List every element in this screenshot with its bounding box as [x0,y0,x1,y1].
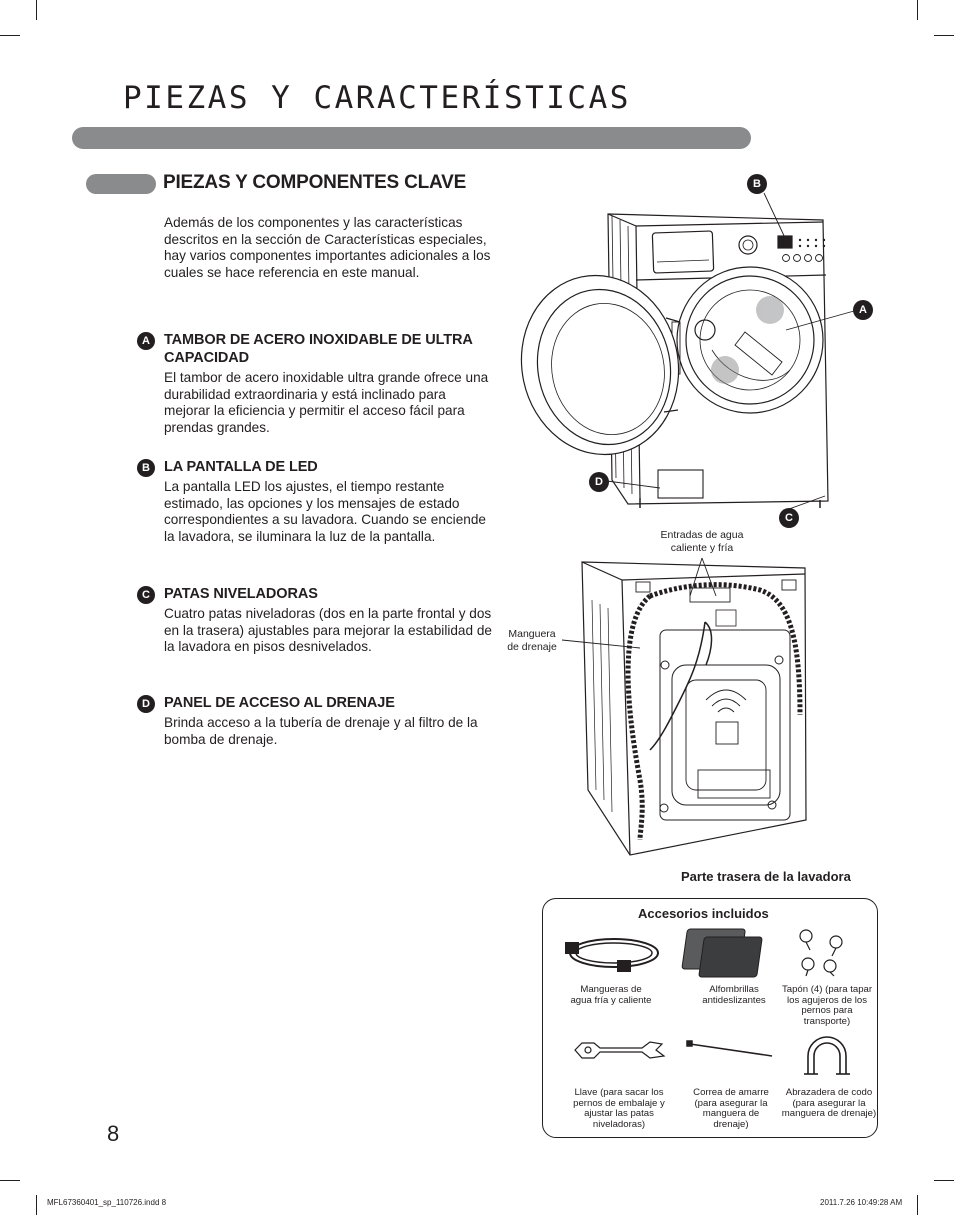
feature-b: B LA PANTALLA DE LED La pantalla LED los… [137,458,497,545]
wrench-icon [574,1041,666,1059]
tie-strap-icon [686,1040,773,1057]
inlet-label: Entradas de agua caliente y fría [660,529,744,554]
feature-d: D PANEL DE ACCESO AL DRENAJE Brinda acce… [137,694,497,748]
hoses-icon [565,938,659,972]
feature-text: El tambor de acero inoxidable ultra gran… [164,370,489,435]
page-title: PIEZAS Y CARACTERÍSTICAS [123,80,631,116]
callout-a: A [853,300,873,320]
caps-icon [799,929,843,977]
badge-c: C [137,586,155,604]
callout-b: B [747,174,767,194]
crop-mark [917,1195,918,1215]
callout-d: D [589,472,609,492]
accessory-label: Abrazadera de codo (para asegurar la man… [781,1087,877,1120]
feature-title: PATAS NIVELADORAS [164,586,318,602]
pads-icon [681,928,763,978]
badge-a: A [137,332,155,350]
badge-b: B [137,459,155,477]
accessories-box [542,898,878,1138]
crop-mark [0,35,20,36]
feature-text: Brinda acceso a la tubería de drenaje y … [164,715,478,747]
callout-c: C [779,508,799,528]
crop-mark [934,1180,954,1181]
title-bar [72,127,751,149]
crop-mark [0,1180,20,1181]
page-number: 8 [107,1121,120,1146]
footer-timestamp: 2011.7.26 10:49:28 AM [820,1198,903,1207]
feature-c: C PATAS NIVELADORAS Cuatro patas nivelad… [137,585,497,656]
section-pill [86,174,156,194]
crop-mark [917,0,918,20]
crop-mark [36,1195,37,1215]
drain-hose-label: Manguera de drenaje [507,628,557,653]
crop-mark [934,35,954,36]
elbow-bracket-icon [804,1036,850,1075]
accessory-label: Tapón (4) (para tapar los agujeros de lo… [781,984,873,1027]
feature-text: Cuatro patas niveladoras (dos en la part… [164,606,492,655]
feature-text: La pantalla LED los ajustes, el tiempo r… [164,479,486,544]
washer-rear-illustration [561,557,807,856]
accessories-title: Accesorios incluidos [638,906,769,921]
intro-paragraph: Además de los componentes y las caracter… [164,215,491,280]
accessory-label: Mangueras de agua fría y caliente [570,984,652,1006]
crop-mark [36,0,37,20]
accessory-label: Llave (para sacar los pernos de embalaje… [573,1087,665,1130]
accessory-label: Correa de amarre (para asegurar la mangu… [693,1087,769,1130]
section-heading: PIEZAS Y COMPONENTES CLAVE [163,172,467,193]
accessory-label: Alfombrillas antideslizantes [702,984,766,1006]
feature-title: LA PANTALLA DE LED [164,459,318,475]
footer-file: MFL67360401_sp_110726.indd 8 [47,1198,167,1207]
badge-d: D [137,695,155,713]
feature-title: TAMBOR DE ACERO INOXIDABLE DE ULTRA CAPA… [164,332,473,366]
washer-front-illustration [520,192,855,510]
feature-a: A TAMBOR DE ACERO INOXIDABLE DE ULTRA CA… [137,331,497,436]
feature-title: PANEL DE ACCESO AL DRENAJE [164,695,395,711]
rear-caption: Parte trasera de la lavadora [681,869,851,884]
